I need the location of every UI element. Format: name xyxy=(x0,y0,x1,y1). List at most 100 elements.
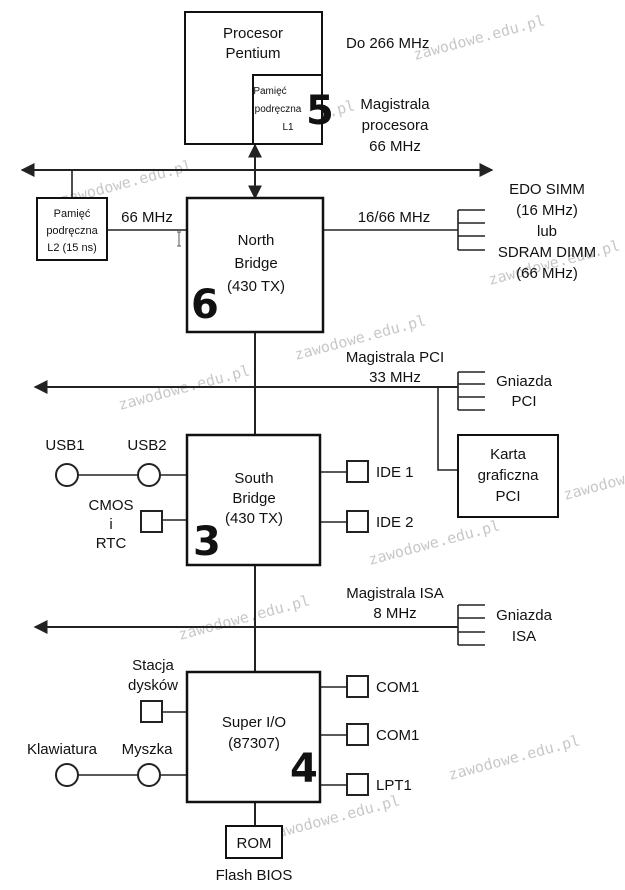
pci-slots-line2: PCI xyxy=(511,393,536,410)
rom-label: ROM xyxy=(237,835,272,852)
north-bridge-line3: (430 TX) xyxy=(227,278,285,295)
north-bridge-line2: Bridge xyxy=(234,255,277,272)
watermark: zawodowe.edu.pl xyxy=(446,731,582,783)
south-bridge-box xyxy=(185,433,322,567)
watermark: zawodowe.edu.pl xyxy=(561,451,625,503)
floppy-line1: Stacja xyxy=(132,657,174,674)
graphics-card-line2: graficzna xyxy=(478,467,540,484)
l2-cache-box xyxy=(36,197,108,261)
cpu-bus-line1: Magistrala xyxy=(360,96,430,113)
ide1-port-icon xyxy=(346,460,369,483)
ide1-label: IDE 1 xyxy=(376,464,414,481)
usb-ports: USB1 USB2 xyxy=(45,437,167,487)
north-bridge-box xyxy=(185,196,325,334)
north-bridge-line1: North xyxy=(238,232,275,249)
north-bridge-number: 6 xyxy=(191,282,219,328)
cmos-line1: CMOS xyxy=(89,497,134,514)
memory-slot-lines xyxy=(457,209,485,251)
usb1-label: USB1 xyxy=(45,437,84,454)
memory-line1: EDO SIMM xyxy=(509,181,585,198)
floppy-block: Stacja dysków xyxy=(128,657,178,723)
memory-labels: 16/66 MHz EDO SIMM (16 MHz) lub SDRAM DI… xyxy=(358,181,596,282)
usb2-label: USB2 xyxy=(127,437,166,454)
ide-ports: IDE 1 IDE 2 xyxy=(346,460,414,533)
south-bridge-line2: Bridge xyxy=(232,490,275,507)
cpu-bus-line3: 66 MHz xyxy=(369,138,421,155)
super-io-number: 4 xyxy=(290,746,318,792)
pci-bus-line1: Magistrala PCI xyxy=(346,349,444,366)
south-bridge-number: 3 xyxy=(193,519,221,565)
com-a-label: COM1 xyxy=(376,679,419,696)
l2-label-line3: L2 (15 ns) xyxy=(47,242,97,254)
l2-cache-block: Pamięć podręczna L2 (15 ns) 66 MHz xyxy=(36,197,173,261)
serial-parallel-ports: COM1 COM1 LPT1 xyxy=(346,675,419,796)
text-cursor-icon xyxy=(177,231,181,247)
super-io-line2: (87307) xyxy=(228,735,280,752)
isa-labels: Magistrala ISA 8 MHz Gniazda ISA xyxy=(346,585,552,645)
cmos-line2: i xyxy=(109,516,112,533)
l2-label-line1: Pamięć xyxy=(54,208,91,220)
graphics-card-line1: Karta xyxy=(490,446,527,463)
l2-frequency: 66 MHz xyxy=(121,209,173,226)
lpt-port-icon xyxy=(346,773,369,796)
cmos-block: CMOS i RTC xyxy=(89,497,163,552)
l1-label-line3: L1 xyxy=(282,122,294,133)
mouse-port-icon xyxy=(137,763,161,787)
super-io-line1: Super I/O xyxy=(222,714,286,731)
cpu-label-line1: Procesor xyxy=(223,25,283,42)
keyboard-port-icon xyxy=(55,763,79,787)
graphics-card-block: Karta graficzna PCI xyxy=(457,434,559,518)
isa-slot-lines xyxy=(457,604,485,646)
watermark: zawodowe.edu.pl xyxy=(411,11,547,63)
rom-box xyxy=(225,825,283,859)
cpu-label-line2: Pentium xyxy=(225,45,280,62)
keyboard-label: Klawiatura xyxy=(27,741,98,758)
memory-line5: (66 MHz) xyxy=(516,265,578,282)
isa-slots-line1: Gniazda xyxy=(496,607,553,624)
pci-slots-line1: Gniazda xyxy=(496,373,553,390)
isa-bus-line1: Magistrala ISA xyxy=(346,585,444,602)
super-io-box xyxy=(185,670,322,804)
connections xyxy=(20,143,494,826)
south-bridge-line3: (430 TX) xyxy=(225,510,283,527)
cpu-bus-line2: procesora xyxy=(362,117,429,134)
l2-label-line2: podręczna xyxy=(46,225,98,237)
rom-block: ROM Flash BIOS xyxy=(216,825,293,884)
ide2-port-icon xyxy=(346,510,369,533)
isa-slots-line2: ISA xyxy=(512,628,536,645)
pci-slot-lines xyxy=(457,371,485,411)
memory-bus-frequency: 16/66 MHz xyxy=(358,209,431,226)
com-b-label: COM1 xyxy=(376,727,419,744)
graphics-card-box xyxy=(457,434,559,518)
cmos-line3: RTC xyxy=(96,535,127,552)
memory-line3: lub xyxy=(537,223,557,240)
isa-bus-line2: 8 MHz xyxy=(373,605,416,622)
usb2-port-icon xyxy=(137,463,161,487)
cpu-block: Procesor Pentium Pamięć podręczna L1 5 D… xyxy=(184,11,429,145)
pci-labels: Magistrala PCI 33 MHz Gniazda PCI xyxy=(346,349,553,410)
super-io-block: Super I/O (87307) 4 xyxy=(185,670,322,804)
rom-caption: Flash BIOS xyxy=(216,867,293,884)
l1-number: 5 xyxy=(306,88,334,134)
input-ports: Klawiatura Myszka xyxy=(27,741,173,787)
pci-bus-line2: 33 MHz xyxy=(369,369,421,386)
pci-gpu-link xyxy=(437,387,458,471)
north-bridge-block: North Bridge (430 TX) 6 xyxy=(185,196,325,334)
floppy-drive-icon xyxy=(140,700,163,723)
l1-cache-box xyxy=(252,74,323,145)
com-a-port-icon xyxy=(346,675,369,698)
memory-line2: (16 MHz) xyxy=(516,202,578,219)
lpt-label: LPT1 xyxy=(376,777,412,794)
usb1-port-icon xyxy=(55,463,79,487)
cmos-chip-icon xyxy=(140,510,163,533)
com-b-port-icon xyxy=(346,723,369,746)
cpu-bus-label: Magistrala procesora 66 MHz xyxy=(360,96,430,155)
l1-label-line1: Pamięć xyxy=(253,86,286,97)
watermark: zawodowe.edu.pl xyxy=(176,591,312,643)
cpu-frequency: Do 266 MHz xyxy=(346,35,429,52)
l1-label-line2: podręczna xyxy=(255,104,302,115)
mouse-label: Myszka xyxy=(122,741,173,758)
floppy-line2: dysków xyxy=(128,677,178,694)
south-bridge-block: South Bridge (430 TX) 3 xyxy=(185,433,322,567)
